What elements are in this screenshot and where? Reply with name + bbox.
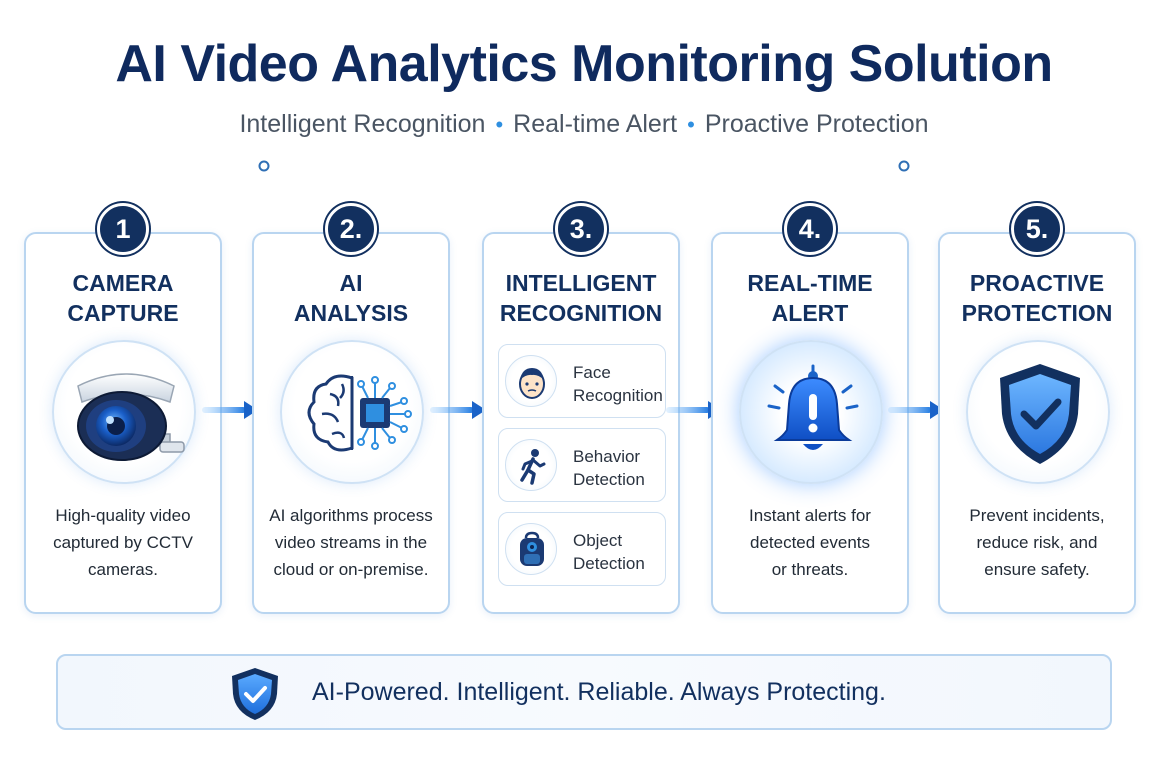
step-title-line: ANALYSIS	[293, 300, 409, 326]
recognition-item-label: Behavior Detection	[573, 445, 645, 491]
flow-arrow	[430, 401, 486, 419]
subtitle-separator: •	[495, 112, 504, 137]
recognition-item-object: Object Detection	[498, 512, 666, 586]
recognition-item-face: Face Recognition	[498, 344, 666, 418]
step-number-badge: 3.	[555, 203, 607, 255]
shield-check-icon	[232, 668, 278, 720]
step-title-line: CAMERA	[72, 270, 174, 296]
step-description-line: Instant alerts for	[749, 506, 871, 525]
recognition-item-label: Face Recognition	[573, 361, 663, 407]
step-icon-circle	[52, 340, 196, 484]
backpack-icon	[520, 531, 544, 566]
step-description: High-quality video captured by CCTV came…	[34, 502, 212, 583]
step-card-real-time-alert: REAL-TIME ALERT Instant alerts fo	[711, 232, 909, 614]
step-description: Instant alerts for detected events or th…	[721, 502, 899, 583]
step-description-line: AI algorithms process	[269, 506, 433, 525]
subtitle-part: Proactive Protection	[704, 110, 929, 138]
flow-arrow	[202, 401, 258, 419]
step-title-line: PROACTIVE	[969, 270, 1105, 296]
recognition-item-label-line: Object	[573, 531, 623, 550]
step-card-camera-capture: CAMERA CAPTURE High-quality video capt	[24, 232, 222, 614]
step-title-line: INTELLIGENT	[505, 270, 657, 296]
ai-brain-chip-icon	[307, 374, 412, 452]
subtitle-part: Real-time Alert	[513, 110, 678, 138]
step-description-line: reduce risk, and	[976, 533, 1098, 552]
step-title-line: RECOGNITION	[499, 300, 663, 326]
footer-banner: AI-Powered. Intelligent. Reliable. Alway…	[56, 654, 1112, 730]
step-title-line: AI	[339, 270, 363, 296]
recognition-item-label-line: Recognition	[573, 386, 663, 405]
step-card-intelligent-recognition: INTELLIGENT RECOGNITION Face Recognition	[482, 232, 680, 614]
flow-arrow	[888, 401, 944, 419]
step-description-line: detected events	[749, 533, 871, 552]
subtitle-part: Intelligent Recognition	[239, 110, 486, 138]
step-number-badge: 5.	[1011, 203, 1063, 255]
cctv-camera-icon	[77, 373, 185, 461]
step-description-line: Prevent incidents,	[969, 506, 1105, 525]
alert-bell-icon	[767, 364, 859, 450]
recognition-item-label-line: Face	[573, 363, 611, 382]
step-number-badge: 4.	[784, 203, 836, 255]
shield-check-icon	[1000, 364, 1080, 464]
step-number-badge: 2.	[325, 203, 377, 255]
title-divider	[258, 160, 910, 172]
page-title: AI Video Analytics Monitoring Solution	[115, 35, 1053, 93]
step-description-line: or threats.	[771, 560, 849, 579]
step-title-line: ALERT	[771, 300, 849, 326]
step-icon-circle	[280, 340, 424, 484]
step-title: CAMERA CAPTURE	[26, 268, 220, 328]
step-icon-circle	[966, 340, 1110, 484]
step-title-line: REAL-TIME	[747, 270, 873, 296]
face-icon	[519, 368, 545, 399]
recognition-item-label: Object Detection	[573, 529, 645, 575]
subtitle-separator: •	[687, 112, 695, 137]
step-description-line: cameras.	[88, 560, 158, 579]
step-icon-circle	[739, 340, 883, 484]
recognition-item-label-line: Behavior	[573, 447, 641, 466]
step-description-line: High-quality video	[55, 506, 191, 525]
running-person-icon	[520, 449, 546, 485]
step-number-badge: 1	[97, 203, 149, 255]
recognition-item-label-line: Detection	[573, 554, 645, 573]
recognition-item-behavior: Behavior Detection	[498, 428, 666, 502]
subtitle: Intelligent Recognition • Real-time Alert •…	[0, 110, 1168, 139]
step-description-line: cloud or on-premise.	[273, 560, 429, 579]
step-description: AI algorithms process video streams in t…	[262, 502, 440, 583]
recognition-item-label-line: Detection	[573, 470, 645, 489]
step-title-line: CAPTURE	[67, 300, 179, 326]
step-description-line: captured by CCTV	[53, 533, 193, 552]
step-title: INTELLIGENT RECOGNITION	[484, 268, 678, 328]
footer-tagline: AI-Powered. Intelligent. Reliable. Alway…	[312, 678, 886, 706]
step-title: REAL-TIME ALERT	[713, 268, 907, 328]
step-card-proactive-protection: PROACTIVE PROTECTION Prevent incidents, …	[938, 232, 1136, 614]
step-description: Prevent incidents, reduce risk, and ensu…	[948, 502, 1126, 583]
step-card-ai-analysis: AI ANALYSIS AI algorithms process vi	[252, 232, 450, 614]
step-title-line: PROTECTION	[961, 300, 1113, 326]
step-title: PROACTIVE PROTECTION	[940, 268, 1134, 328]
step-description-line: video streams in the	[274, 533, 428, 552]
step-description-line: ensure safety.	[984, 560, 1090, 579]
step-title: AI ANALYSIS	[254, 268, 448, 328]
